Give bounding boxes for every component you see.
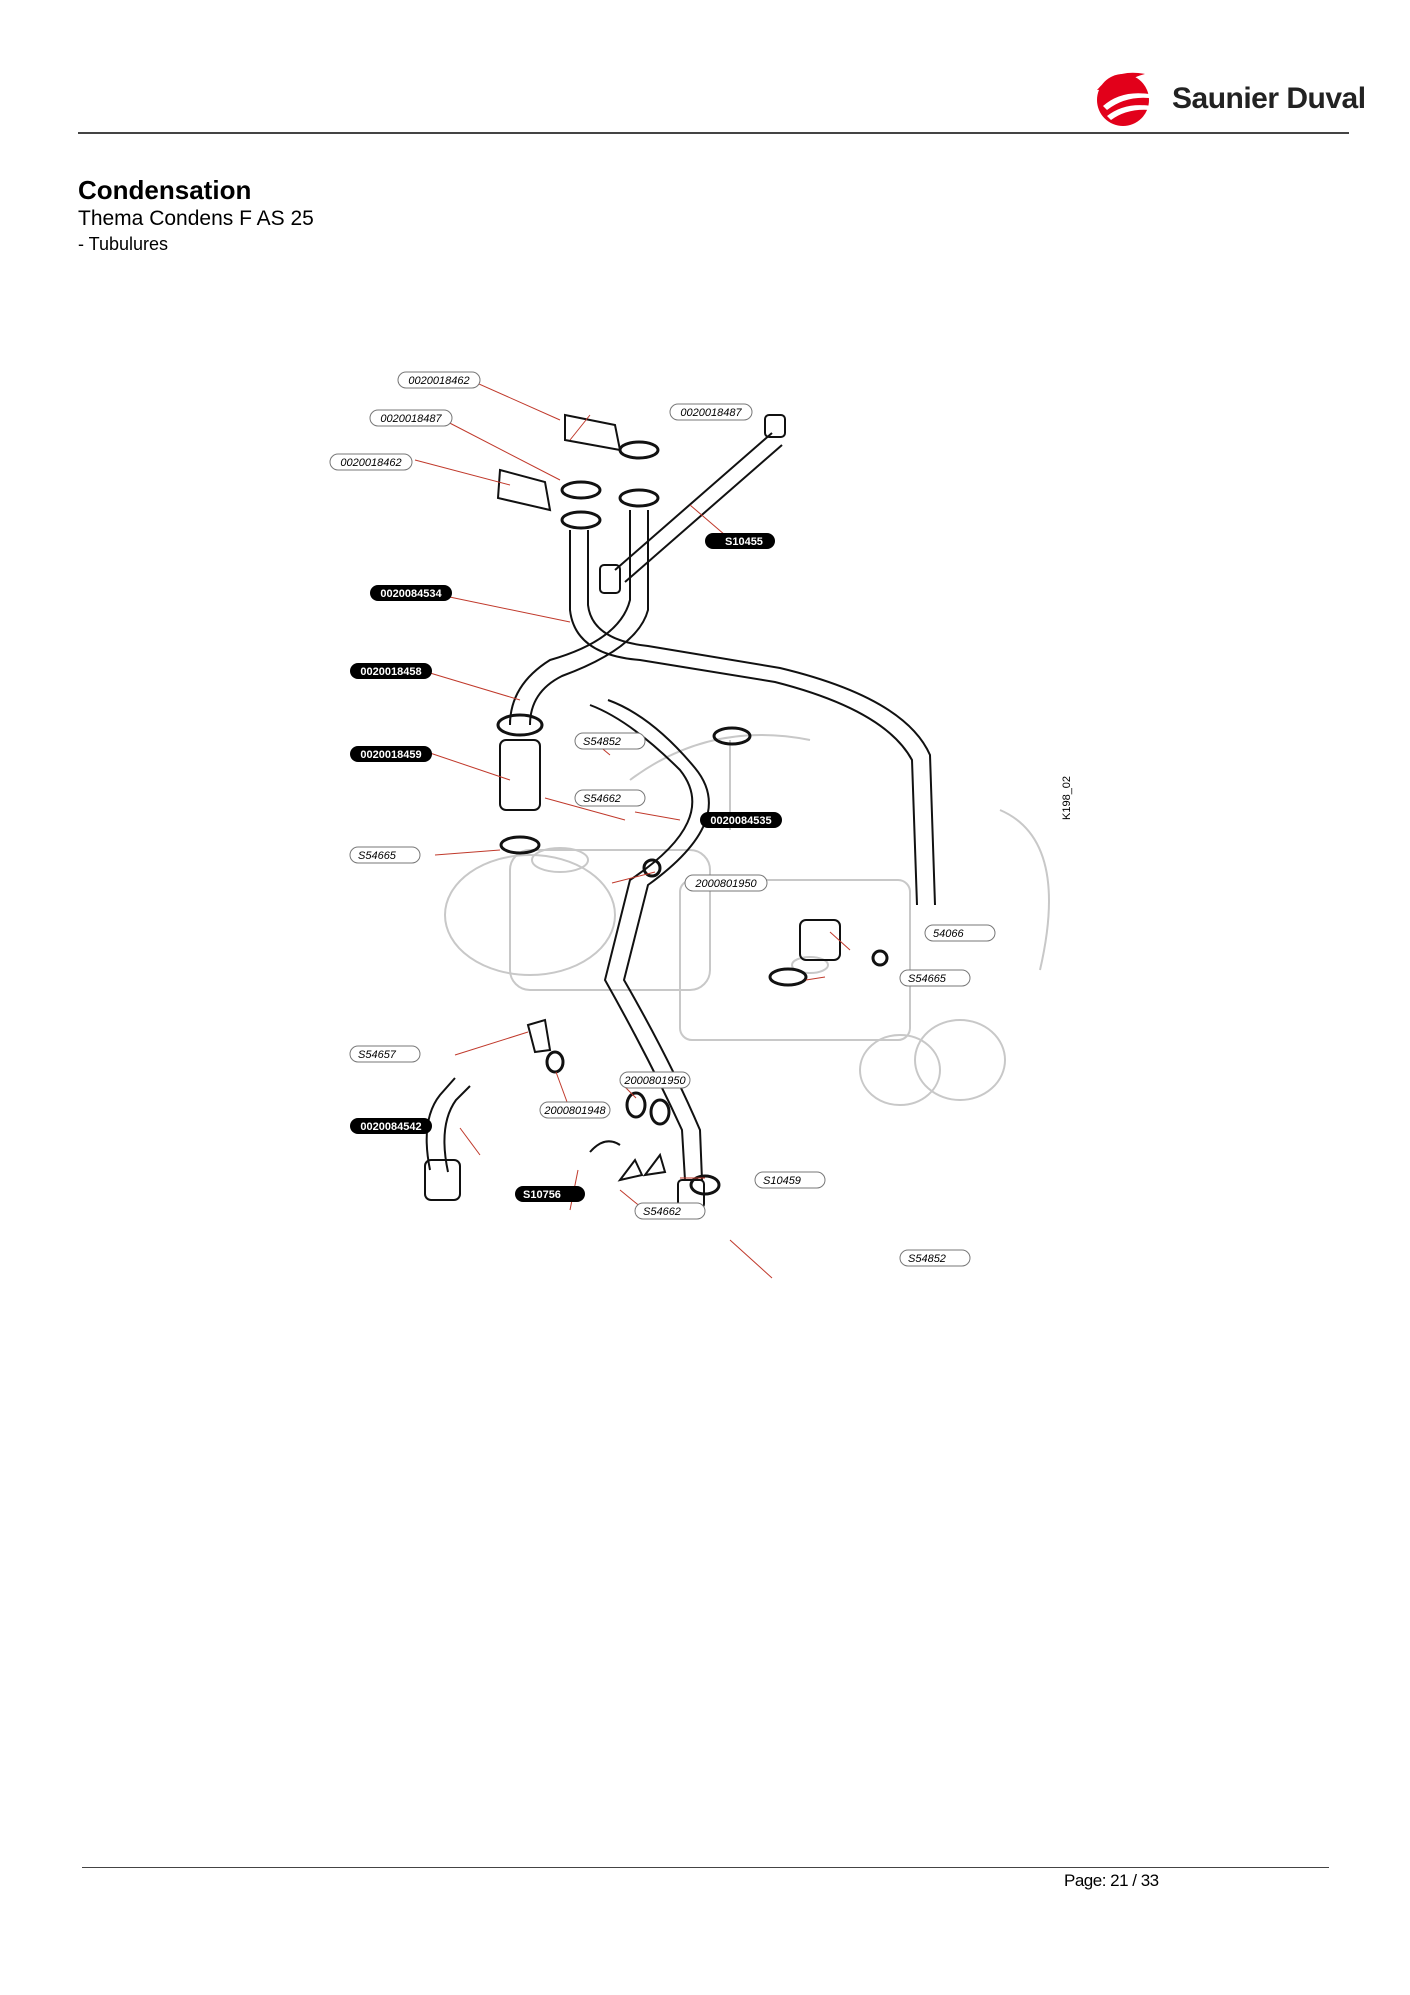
svg-text:54066: 54066 bbox=[933, 928, 964, 940]
part-label-0020018487-left: 0020018487 bbox=[369, 409, 453, 427]
exploded-parts-diagram: 0020018462 0020018487 0020018487 0020018… bbox=[329, 371, 1073, 1279]
product-name: Thema Condens F AS 25 bbox=[78, 207, 314, 230]
part-label-0020018459: 0020018459 bbox=[350, 746, 432, 762]
part-label-s54657: S54657 bbox=[349, 1045, 421, 1063]
drawing-reference: K198_02 bbox=[1061, 776, 1073, 820]
svg-text:0020018459: 0020018459 bbox=[360, 749, 421, 761]
svg-text:S54657: S54657 bbox=[358, 1049, 397, 1061]
svg-text:2000801950: 2000801950 bbox=[623, 1075, 686, 1087]
part-label-s54852-top: S54852 bbox=[574, 732, 646, 750]
part-label-2000801950-top: 2000801950 bbox=[684, 874, 768, 892]
boiler-body-outline bbox=[444, 734, 1050, 1106]
svg-text:S54852: S54852 bbox=[908, 1253, 946, 1265]
part-label-s54662-bottom: S54662 bbox=[634, 1202, 706, 1220]
clips bbox=[496, 413, 667, 1182]
pipe-0020084534 bbox=[509, 510, 936, 906]
svg-text:S54665: S54665 bbox=[908, 973, 947, 985]
part-label-0020084534: 0020084534 bbox=[370, 585, 452, 601]
svg-text:S10455: S10455 bbox=[725, 536, 763, 548]
brand-name: Saunier Duval bbox=[1172, 82, 1366, 115]
svg-text:0020018462: 0020018462 bbox=[340, 457, 401, 469]
header-divider bbox=[78, 132, 1349, 134]
part-label-s54852-bottom: S54852 bbox=[899, 1249, 971, 1267]
svg-text:0020084542: 0020084542 bbox=[360, 1121, 421, 1133]
part-label-s54662-top: S54662 bbox=[574, 789, 646, 807]
svg-text:0020084534: 0020084534 bbox=[380, 588, 442, 600]
svg-text:S10459: S10459 bbox=[763, 1175, 801, 1187]
part-label-0020018462-left: 0020018462 bbox=[329, 453, 413, 471]
svg-text:0020084535: 0020084535 bbox=[710, 815, 771, 827]
part-label-s54665-left: S54665 bbox=[349, 846, 421, 864]
part-label-0020084542: 0020084542 bbox=[350, 1118, 432, 1134]
svg-text:0020018462: 0020018462 bbox=[408, 375, 469, 387]
part-label-s10459: S10459 bbox=[754, 1171, 826, 1189]
svg-text:S10756: S10756 bbox=[523, 1189, 561, 1201]
svg-text:2000801948: 2000801948 bbox=[543, 1105, 606, 1117]
part-label-2000801950-bottom: 2000801950 bbox=[619, 1071, 691, 1089]
part-label-2000801948: 2000801948 bbox=[539, 1101, 611, 1119]
pipe-0020084542 bbox=[425, 1077, 471, 1173]
svg-text:S54662: S54662 bbox=[643, 1206, 681, 1218]
part-label-0020084535: 0020084535 bbox=[700, 812, 782, 828]
svg-text:S54662: S54662 bbox=[583, 793, 621, 805]
part-label-s54665-right: S54665 bbox=[899, 969, 971, 987]
part-label-0020018462-top: 0020018462 bbox=[397, 371, 481, 389]
svg-text:0020018487: 0020018487 bbox=[680, 407, 742, 419]
footer-divider bbox=[82, 1867, 1329, 1868]
leader-lines bbox=[414, 379, 851, 1279]
svg-text:0020018487: 0020018487 bbox=[380, 413, 442, 425]
page-number: Page: 21 / 33 bbox=[1064, 1871, 1159, 1890]
svg-text:0020018458: 0020018458 bbox=[360, 666, 421, 678]
page-title: Condensation bbox=[78, 175, 252, 205]
saunier-duval-logo bbox=[1097, 72, 1151, 126]
part-label-0020018487-right: 0020018487 bbox=[669, 403, 753, 421]
part-label-s10756: S10756 bbox=[515, 1186, 585, 1202]
svg-text:S54665: S54665 bbox=[358, 850, 397, 862]
svg-text:S54852: S54852 bbox=[583, 736, 621, 748]
part-label-s10455: S10455 bbox=[705, 533, 775, 549]
part-label-0020018458: 0020018458 bbox=[350, 663, 432, 679]
svg-text:2000801950: 2000801950 bbox=[694, 878, 757, 890]
section-name: - Tubulures bbox=[78, 234, 169, 254]
flexible-hose-s10455 bbox=[599, 414, 786, 594]
rings-and-fittings bbox=[424, 440, 889, 1209]
part-label-54066: 54066 bbox=[924, 924, 996, 942]
